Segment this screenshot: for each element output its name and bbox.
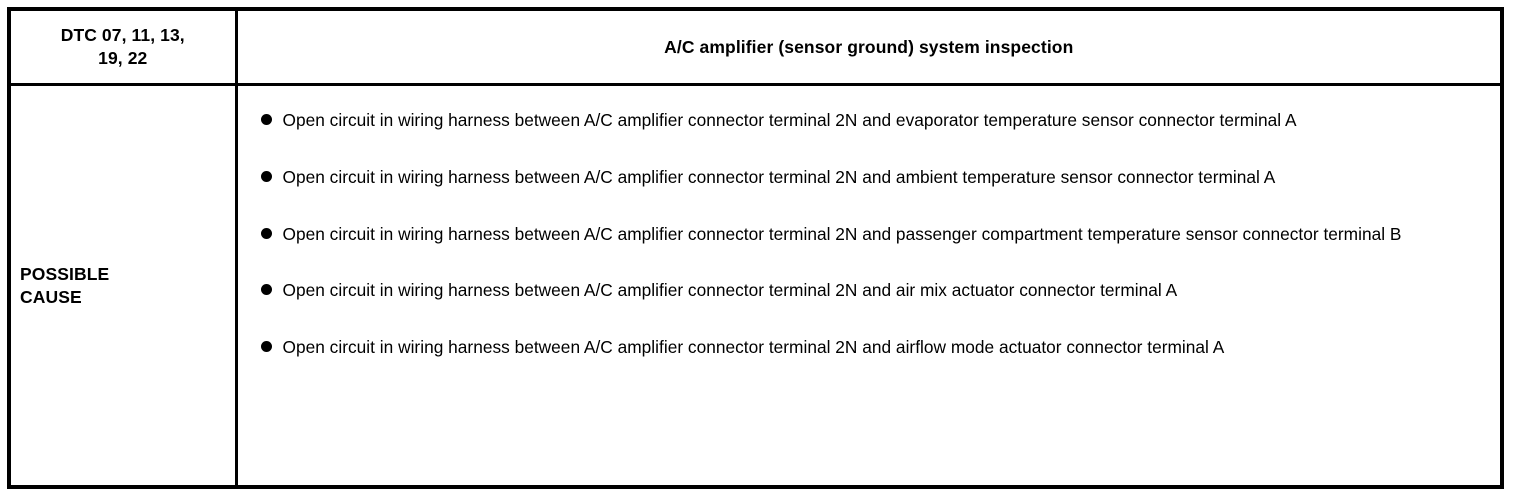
cause-text: Open circuit in wiring harness between A… xyxy=(282,223,1402,244)
bullet-icon xyxy=(260,341,272,353)
bullet-icon xyxy=(260,227,272,239)
list-item: Open circuit in wiring harness between A… xyxy=(238,277,1501,303)
table: DTC 07, 11, 13, 19, 22 A/C amplifier (se… xyxy=(11,11,1500,485)
list-item: Open circuit in wiring harness between A… xyxy=(238,107,1501,133)
bullet-icon xyxy=(260,170,272,182)
possible-cause-cell: POSSIBLE CAUSE xyxy=(11,84,238,485)
cause-text: Open circuit in wiring harness between A… xyxy=(282,110,1297,130)
cause-text: Open circuit in wiring harness between A… xyxy=(282,337,1225,358)
list-item: Open circuit in wiring harness between A… xyxy=(238,334,1501,360)
dtc-code-label: DTC 07, 11, 13, 19, 22 xyxy=(60,24,185,68)
dtc-code-cell: DTC 07, 11, 13, 19, 22 xyxy=(11,11,238,86)
dtc-inspection-table: DTC 07, 11, 13, 19, 22 A/C amplifier (se… xyxy=(7,7,1504,489)
table-header-row: DTC 07, 11, 13, 19, 22 A/C amplifier (se… xyxy=(11,11,1500,86)
cause-text: Open circuit in wiring harness between A… xyxy=(282,166,1276,187)
cause-list: Open circuit in wiring harness between A… xyxy=(238,86,1501,360)
bullet-icon xyxy=(260,114,272,125)
possible-cause-list-cell: Open circuit in wiring harness between A… xyxy=(236,85,1500,486)
bullet-icon xyxy=(260,284,272,296)
list-item: Open circuit in wiring harness between A… xyxy=(238,221,1501,247)
list-item: Open circuit in wiring harness between A… xyxy=(238,164,1501,190)
system-title: A/C amplifier (sensor ground) system ins… xyxy=(664,36,1074,57)
system-title-cell: A/C amplifier (sensor ground) system ins… xyxy=(236,11,1500,86)
cause-text: Open circuit in wiring harness between A… xyxy=(282,280,1178,301)
possible-cause-label: POSSIBLE CAUSE xyxy=(20,264,110,307)
table-body-row: POSSIBLE CAUSE Open circuit in wiring ha… xyxy=(11,84,1500,486)
